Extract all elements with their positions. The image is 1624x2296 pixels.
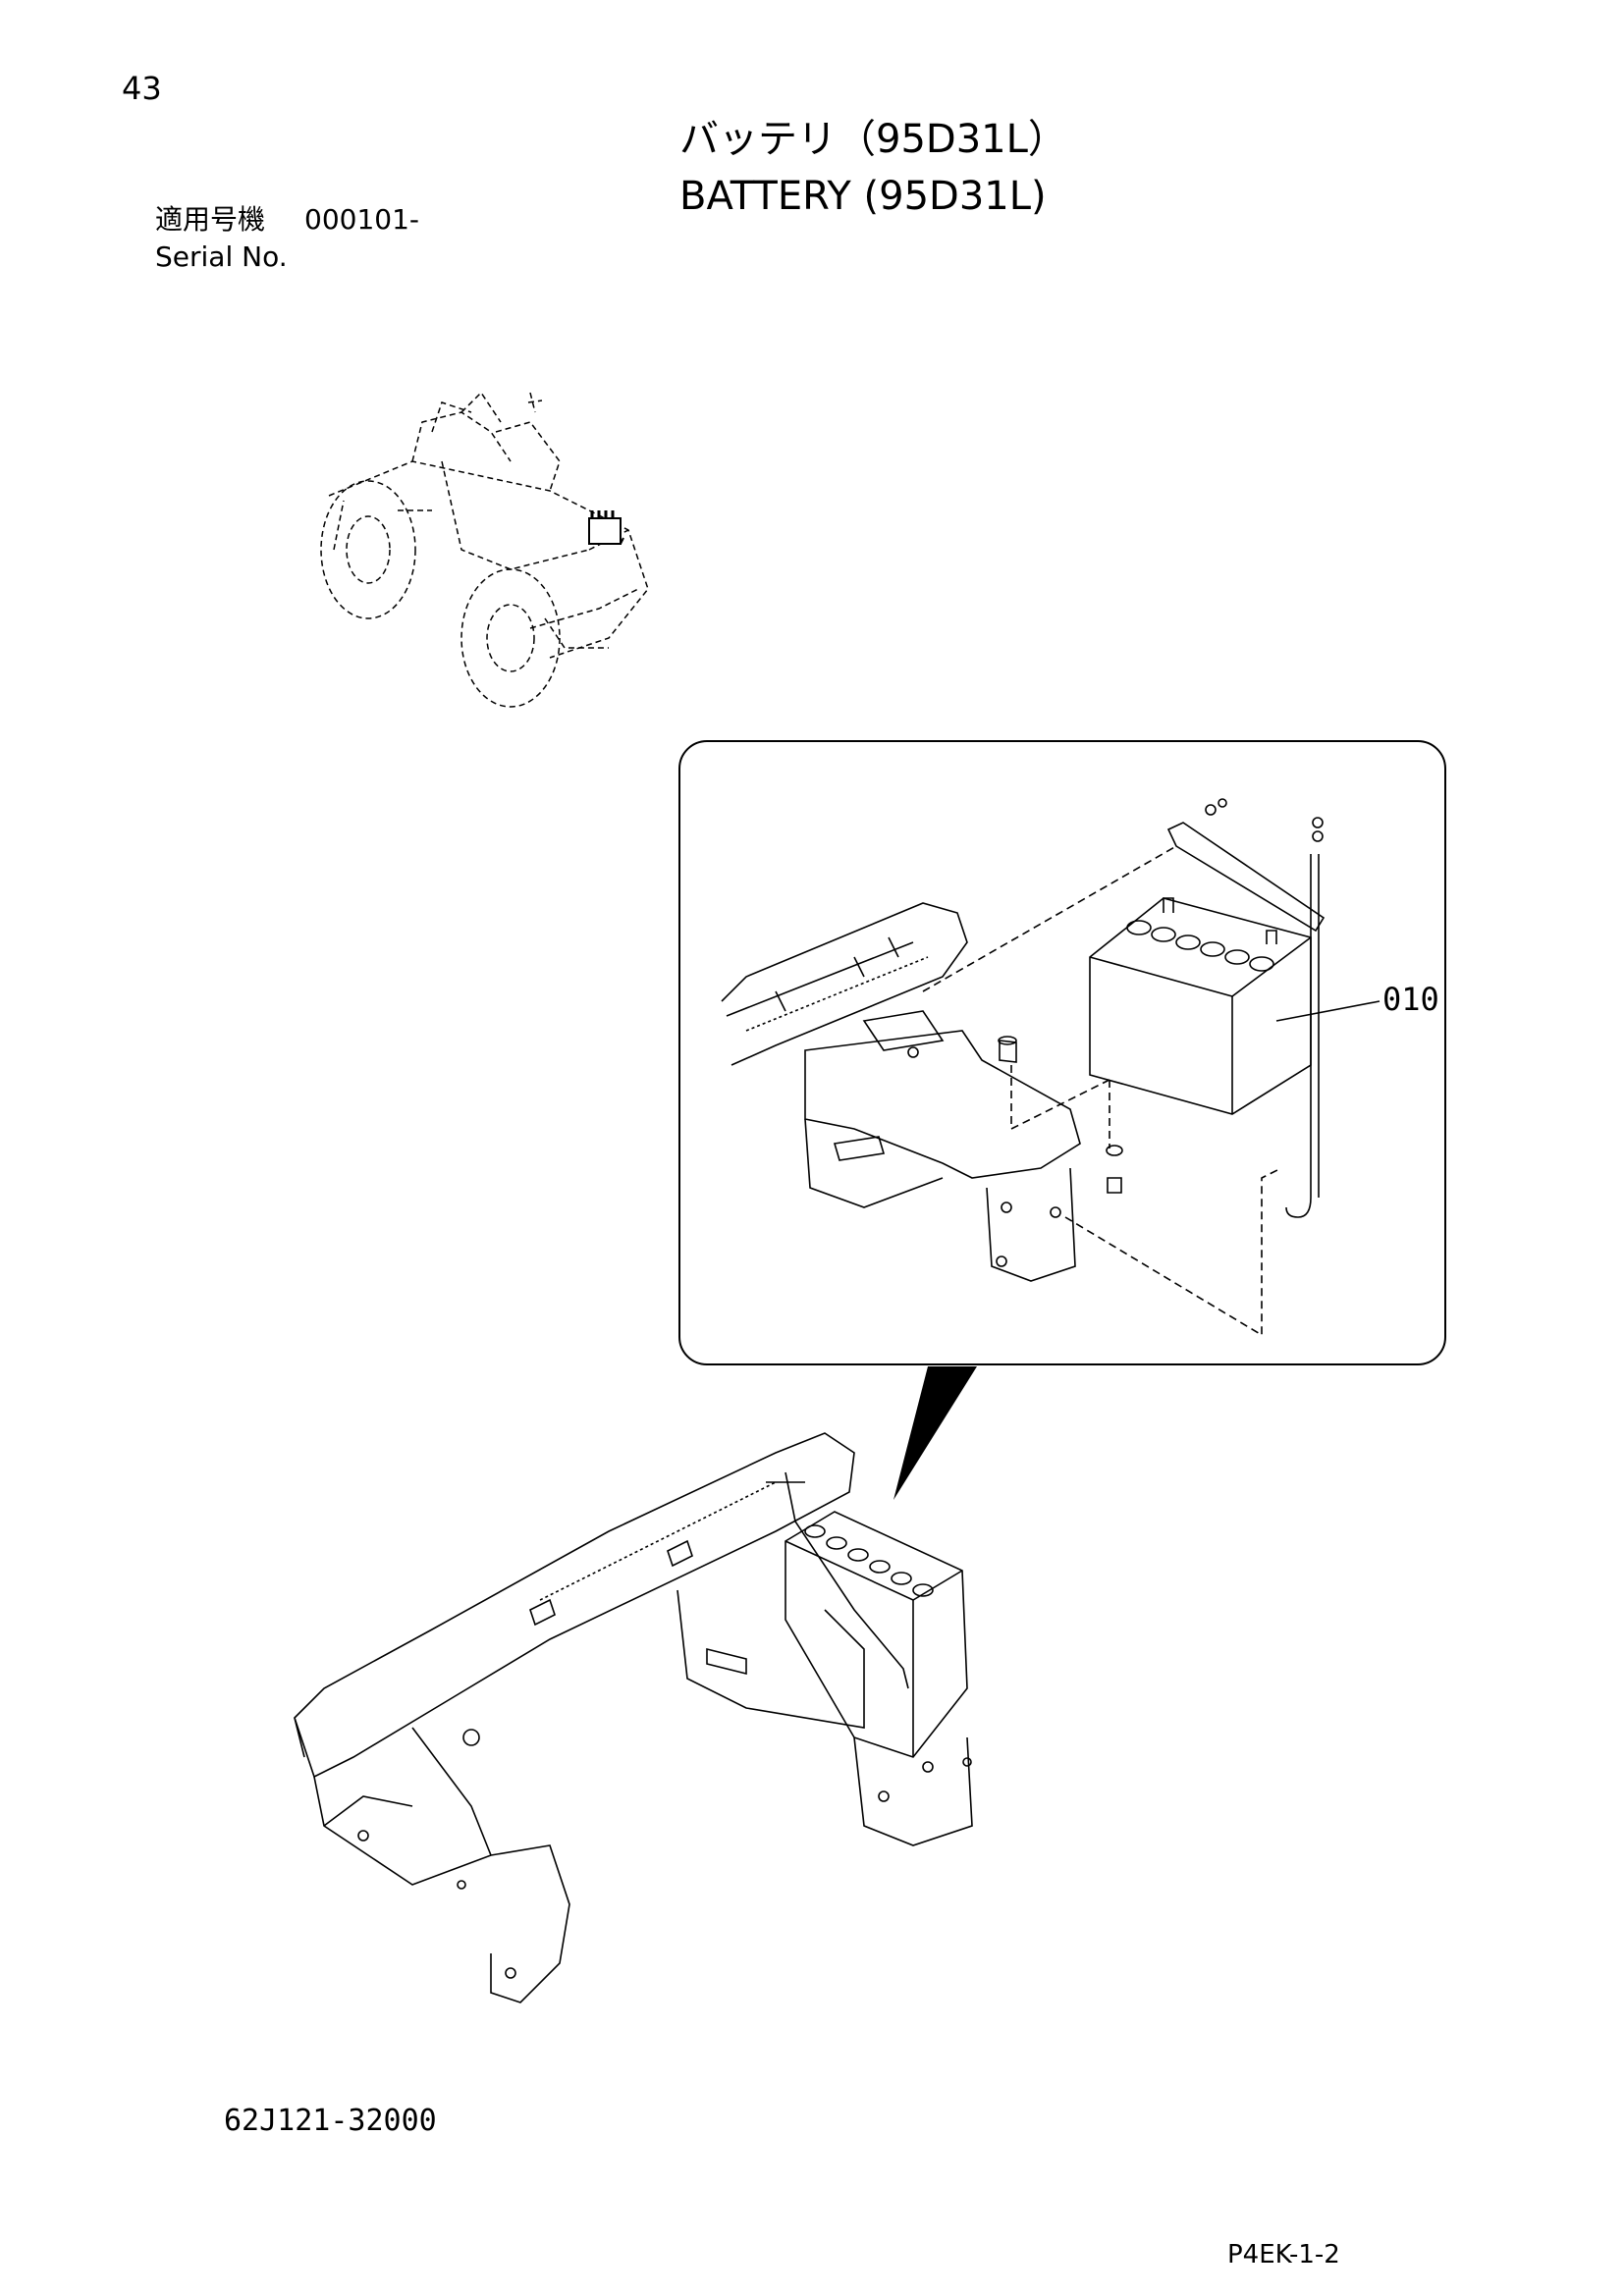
detail-frame: [678, 740, 1446, 1365]
detail-pointer: [893, 1366, 977, 1500]
serial-label-japanese: 適用号機: [155, 203, 266, 236]
title-english: BATTERY (95D31L): [679, 174, 1047, 219]
battery-location-marker: [588, 510, 624, 545]
serial-label-english: Serial No.: [155, 240, 288, 273]
serial-range: 000101-: [304, 203, 419, 236]
battery-cell-caps: [1126, 897, 1277, 972]
drawing-number: 62J121-32000: [224, 2104, 437, 2138]
exploded-view: [721, 798, 1380, 1337]
page-number: 43: [122, 70, 162, 107]
part-callout-010: 010: [1382, 981, 1439, 1018]
assembled-battery-caps: [804, 1524, 934, 1597]
title-japanese: バッテリ（95D31L）: [679, 117, 1067, 162]
page-code: P4EK-1-2: [1227, 2240, 1340, 2269]
assembled-view: [294, 1432, 973, 2003]
vehicle-overview-sketch: [320, 391, 649, 708]
